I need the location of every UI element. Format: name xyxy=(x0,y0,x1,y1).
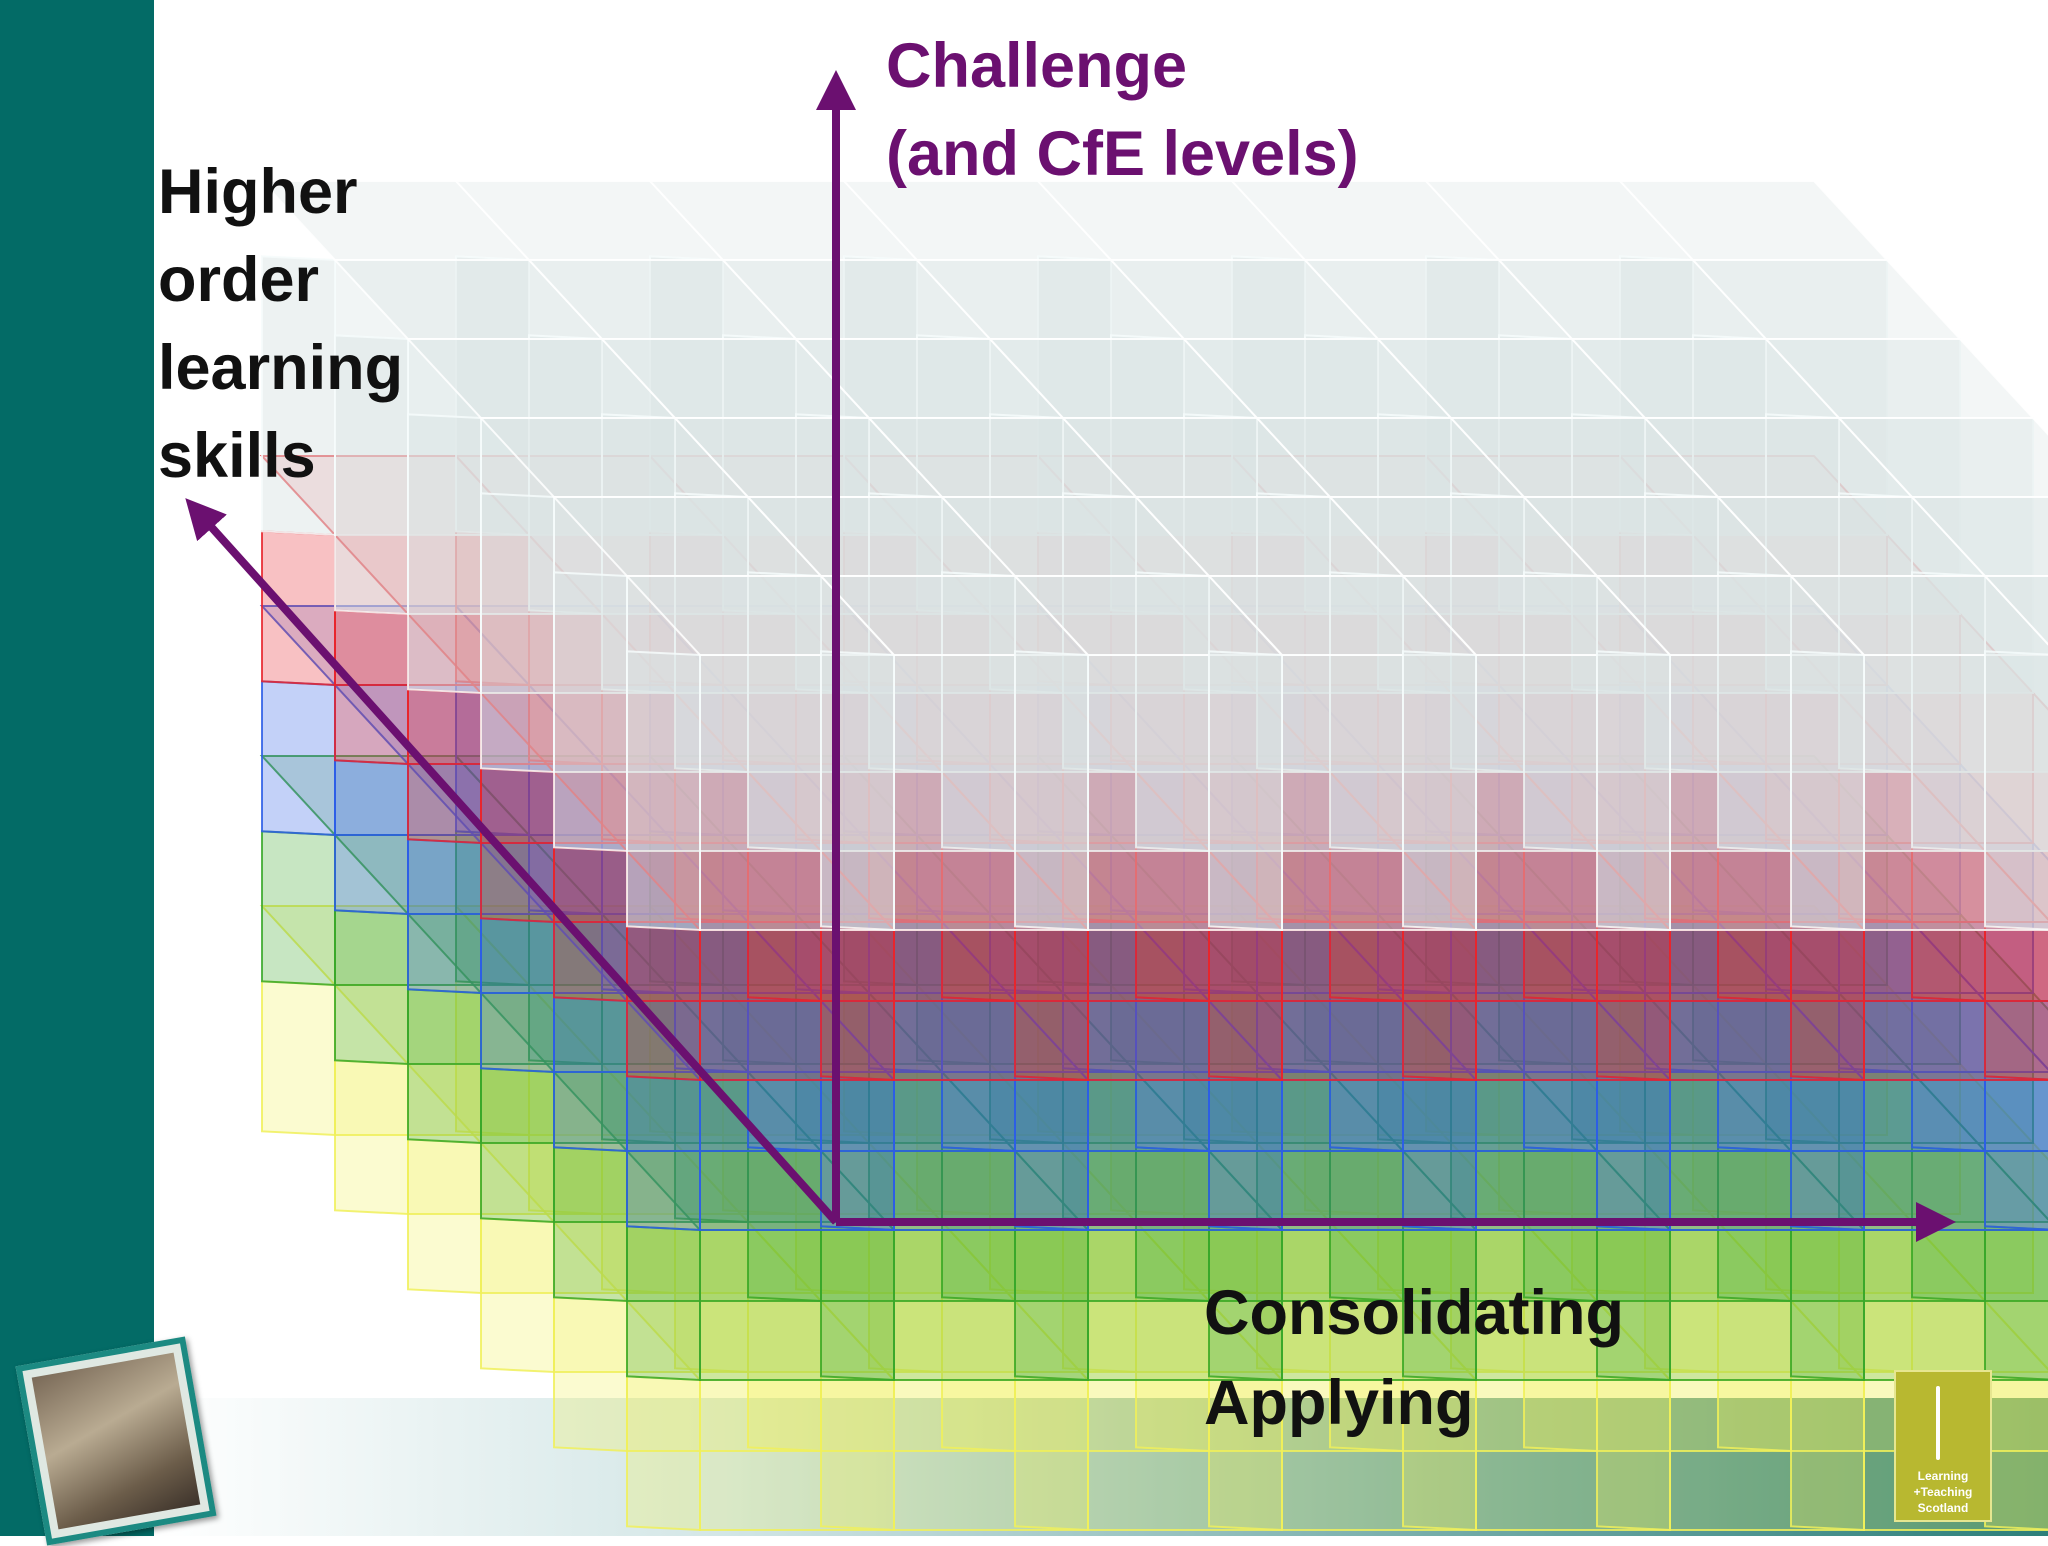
box-side-yellow xyxy=(553,1296,628,1453)
photo-image xyxy=(31,1352,201,1530)
box-side-red xyxy=(1014,925,1089,1082)
box-side-green xyxy=(480,1067,555,1224)
challenge-title: Challenge xyxy=(886,31,1188,101)
box-side-green xyxy=(261,830,336,987)
box-side-red xyxy=(820,925,895,1082)
box-side-yellow xyxy=(1790,1375,1865,1532)
box-side-blue xyxy=(1790,1075,1865,1232)
box-top-green xyxy=(1982,1150,2048,1221)
box-top-red xyxy=(1909,771,2048,852)
box-side-yellow xyxy=(480,1217,555,1374)
applying-line: Applying xyxy=(1204,1368,1474,1438)
box-side-clear xyxy=(1790,650,1865,932)
box-side-yellow xyxy=(261,980,336,1137)
box-side-green xyxy=(626,1225,701,1382)
challenge-subtitle: (and CfE levels) xyxy=(886,119,1359,189)
box-side-blue xyxy=(480,917,555,1074)
box-top-blue xyxy=(1982,1000,2048,1071)
logo-line-1: Learning xyxy=(1917,1469,1969,1483)
logo-line-3: Scotland xyxy=(1917,1501,1969,1515)
box-side-green xyxy=(334,909,409,1066)
box-top-red xyxy=(1982,850,2048,921)
box-side-red xyxy=(1790,925,1865,1082)
box-side-clear xyxy=(1402,650,1477,932)
box-side-green xyxy=(553,1146,628,1303)
box-side-clear xyxy=(1596,650,1671,932)
challenge-axis-label: Challenge (and CfE levels) xyxy=(886,22,1359,198)
consolidating-line: Consolidating xyxy=(1204,1278,1624,1348)
box-side-blue xyxy=(553,996,628,1153)
box-top-yellow xyxy=(1982,1300,2048,1371)
box-side-red xyxy=(261,530,336,687)
box-side-blue xyxy=(1596,1075,1671,1232)
box-side-blue xyxy=(626,1075,701,1232)
children-photo xyxy=(15,1336,217,1546)
box-side-blue xyxy=(1402,1075,1477,1232)
box-top-green xyxy=(1909,1071,2048,1152)
cube-layers xyxy=(259,180,2048,1532)
box-side-yellow xyxy=(1984,1375,2048,1531)
box-side-clear xyxy=(820,650,895,932)
consolidating-axis-label: Consolidating Applying xyxy=(1204,1268,1624,1448)
learning-teaching-scotland-logo: Learning +Teaching Scotland xyxy=(1894,1370,1992,1522)
box-side-blue xyxy=(334,759,409,916)
depth-axis-arrow xyxy=(185,498,839,1225)
box-side-yellow xyxy=(407,1138,482,1295)
box-side-red xyxy=(1402,925,1477,1082)
box-side-yellow xyxy=(626,1375,701,1532)
box-side-clear xyxy=(1014,650,1089,932)
box-side-blue xyxy=(261,680,336,837)
box-top-clear xyxy=(1909,496,2048,577)
axes xyxy=(185,70,1956,1242)
box-side-green xyxy=(1984,1225,2048,1381)
logo-mark-icon xyxy=(1936,1386,1940,1460)
box-side-clear xyxy=(626,650,701,932)
box-side-yellow xyxy=(1014,1375,1089,1532)
box-side-blue xyxy=(407,838,482,995)
footer-band xyxy=(154,1398,2048,1536)
box-side-green xyxy=(1014,1225,1089,1382)
box-side-blue xyxy=(820,1075,895,1232)
higher-order-line-2: order xyxy=(158,245,320,315)
box-side-red xyxy=(1596,925,1671,1082)
box-side-green xyxy=(820,1225,895,1382)
box-top-clear xyxy=(1982,575,2048,646)
higher-order-line-3: learning xyxy=(158,333,404,403)
box-side-yellow xyxy=(334,1059,409,1216)
box-side-clear xyxy=(480,492,555,774)
box-side-red xyxy=(334,609,409,766)
box-side-green xyxy=(1790,1225,1865,1382)
logo-line-2: +Teaching xyxy=(1913,1485,1973,1499)
box-side-blue xyxy=(1208,1075,1283,1232)
higher-order-axis-label: Higher order learning skills xyxy=(158,148,458,500)
box-side-green xyxy=(407,988,482,1145)
higher-order-line-1: Higher xyxy=(158,157,358,227)
box-side-blue xyxy=(1014,1075,1089,1232)
box-side-red xyxy=(1984,925,2048,1081)
box-side-clear xyxy=(553,571,628,853)
box-top-blue xyxy=(1909,921,2048,1002)
box-side-blue xyxy=(1984,1075,2048,1231)
box-side-red xyxy=(1208,925,1283,1082)
sidebar-bar xyxy=(0,0,154,1536)
box-side-clear xyxy=(1984,650,2048,931)
box-side-clear xyxy=(1208,650,1283,932)
higher-order-line-4: skills xyxy=(158,421,316,491)
box-side-yellow xyxy=(820,1375,895,1532)
